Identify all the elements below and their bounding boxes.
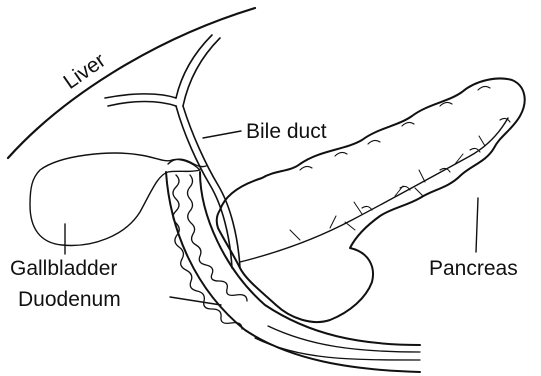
left-hepatic-duct [105,94,176,98]
cystic-duct [168,159,206,166]
duodenum-folds-2 [188,175,248,301]
bile-duct-label: Bile duct [246,121,327,142]
duodenum-wall-bottom-2 [268,326,420,352]
bile-duct-wall-left [176,106,232,268]
left-hepatic-duct-inner [108,102,176,107]
gallbladder-outline [30,153,200,245]
duodenum-label: Duodenum [18,289,121,310]
pancreas-leader [476,198,478,252]
pancreatic-duct-branches [290,136,485,240]
right-hepatic-duct-inner [183,38,220,106]
pancreas-label: Pancreas [429,258,518,279]
bile-duct-leader [203,131,241,138]
gallbladder-label: Gallbladder [10,258,117,279]
right-hepatic-duct [176,35,212,98]
